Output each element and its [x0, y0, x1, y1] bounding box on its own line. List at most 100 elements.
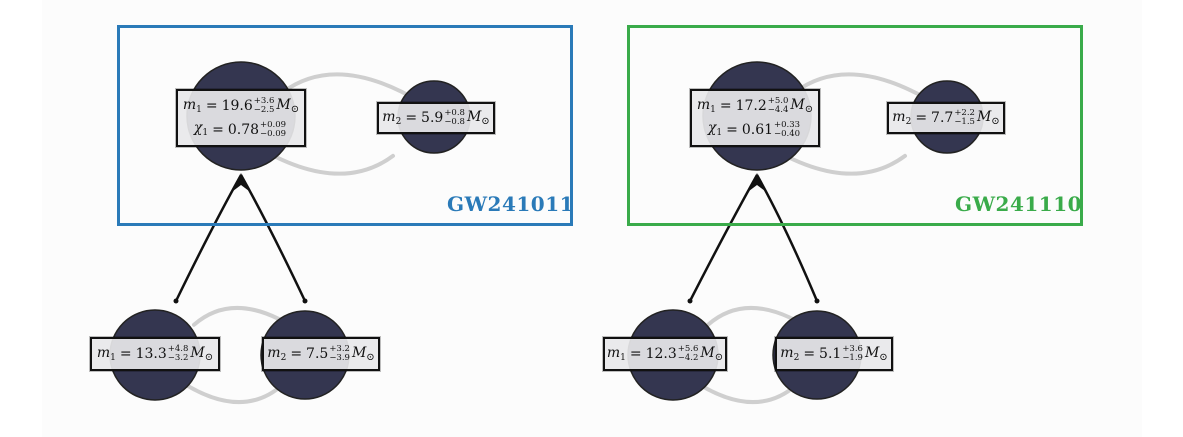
symbol-letter: m	[267, 344, 281, 361]
symbol-subscript: 1	[196, 104, 202, 115]
event-box-left	[117, 25, 573, 226]
arrowhead	[233, 173, 249, 191]
equals-sign: =	[629, 346, 642, 362]
lower-error: −1.5	[954, 117, 975, 127]
merger-arrow-left	[688, 174, 759, 302]
symbol: m2	[892, 110, 911, 127]
symbol: m1	[697, 98, 716, 115]
symbol-subscript: 1	[202, 128, 209, 139]
symbol-letter: m	[382, 108, 396, 125]
upper-error: +0.8	[444, 108, 465, 119]
lower-error: −4.2	[677, 353, 699, 363]
central-value: 7.7	[931, 110, 954, 126]
uncertainty: +5.6−4.2	[678, 345, 699, 363]
symbol: m1	[183, 98, 202, 115]
unit-letter: M	[700, 344, 715, 361]
lower-error: −1.9	[842, 353, 863, 363]
symbol-subscript: 1	[110, 352, 116, 363]
upper-error: +5.0	[767, 96, 789, 107]
unit-letter: M	[466, 108, 482, 125]
merger-arrow-right	[239, 174, 307, 302]
unit-letter: M	[976, 108, 992, 125]
symbol-letter: m	[96, 344, 111, 361]
sun-symbol: ⊙	[991, 115, 1000, 127]
central-value: 5.9	[421, 110, 444, 126]
central-value: 13.3	[135, 346, 167, 362]
event-box-right	[627, 25, 1083, 226]
lower-error: −4.4	[767, 105, 789, 116]
value-row: χ1=0.61+0.33−0.40	[708, 121, 802, 139]
symbol: m2	[780, 346, 799, 363]
arrow-origin-dot	[687, 298, 693, 304]
remnant-orbit-upper	[281, 72, 425, 106]
symbol: χ1	[194, 121, 208, 138]
unit-letter: M	[351, 344, 367, 361]
unit-letter: M	[276, 96, 291, 113]
unit-letter: M	[790, 96, 805, 113]
symbol-letter: m	[780, 344, 794, 361]
sun-symbol: ⊙	[481, 115, 490, 127]
symbol-subscript: 2	[793, 352, 800, 363]
solar-mass-unit: M⊙	[190, 346, 213, 363]
uncertainty: +2.2−1.5	[954, 109, 975, 127]
value-row: χ1=0.78+0.09−0.09	[194, 121, 288, 139]
solar-mass-unit: M⊙	[790, 98, 813, 115]
arrowhead	[749, 173, 765, 191]
symbol-letter: m	[892, 108, 906, 125]
symbol: m1	[607, 346, 626, 363]
symbol: m2	[267, 346, 286, 363]
upper-error: +0.09	[260, 120, 287, 130]
solar-mass-unit: M⊙	[700, 346, 723, 363]
equals-sign: =	[726, 121, 738, 138]
uncertainty: +0.8−0.8	[444, 109, 465, 127]
uncertainty: +4.8−3.2	[168, 345, 189, 363]
central-value: 0.78	[227, 121, 260, 138]
solar-mass-unit: M⊙	[352, 346, 375, 363]
central-value: 0.61	[741, 121, 774, 138]
event-name: GW241110	[955, 192, 1083, 216]
upper-error: +3.6	[842, 344, 863, 355]
lower-error: −0.40	[774, 128, 801, 139]
symbol-subscript: 2	[280, 352, 287, 363]
equals-sign: =	[915, 110, 928, 126]
upper-error: +3.2	[329, 344, 350, 355]
remnant-orbit-upper	[793, 72, 937, 106]
arrow-origin-dot	[814, 298, 820, 304]
uncertainty: +0.33−0.40	[774, 121, 800, 139]
uncertainty: +5.0−4.4	[768, 97, 789, 115]
uncertainty: +3.6−2.5	[254, 97, 275, 115]
central-value: 7.5	[306, 346, 329, 362]
merger-arrow-right	[755, 174, 819, 302]
lower-error: −2.5	[253, 105, 275, 116]
sun-symbol: ⊙	[290, 103, 300, 115]
equals-sign: =	[119, 346, 132, 362]
equals-sign: =	[212, 121, 224, 138]
upper-error: +4.8	[167, 344, 189, 355]
equals-sign: =	[205, 98, 218, 115]
central-value: 19.6	[221, 98, 253, 115]
arrow-origin-dot	[173, 298, 179, 304]
sun-symbol: ⊙	[804, 103, 814, 115]
equals-sign: =	[290, 346, 303, 362]
uncertainty: +3.2−3.9	[329, 345, 350, 363]
central-value: 12.3	[645, 346, 677, 362]
symbol-subscript: 2	[395, 116, 402, 127]
sun-symbol: ⊙	[714, 351, 724, 363]
solar-mass-unit: M⊙	[467, 110, 490, 127]
upper-error: +0.33	[774, 120, 801, 130]
lower-error: −3.2	[167, 353, 189, 363]
lower-error: −0.09	[260, 128, 287, 139]
solar-mass-unit: M⊙	[977, 110, 1000, 127]
